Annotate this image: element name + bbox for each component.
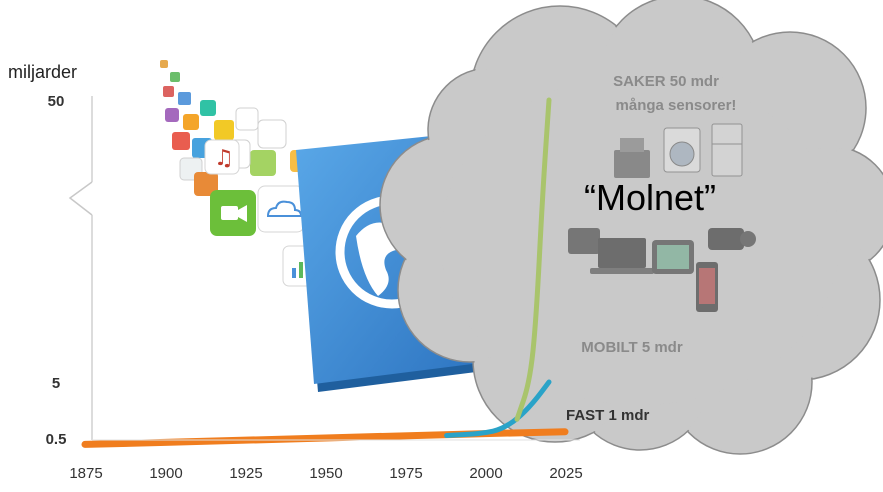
series-line-mobilt	[444, 379, 552, 438]
refrigerator-icon	[711, 123, 743, 177]
video-camera-icon	[210, 190, 256, 236]
x-tick-label: 1875	[69, 465, 102, 482]
y-tick-label: 5	[52, 375, 60, 392]
series-lines	[81, 97, 569, 448]
x-tick-label: 1950	[309, 465, 342, 482]
cloud-icon	[257, 185, 305, 233]
x-tick-label: 2025	[549, 465, 582, 482]
x-tick-label: 2000	[469, 465, 502, 482]
y-axis-title: miljarder	[8, 62, 77, 82]
svg-text:♫: ♫	[214, 146, 234, 171]
gps-device-icon	[652, 240, 694, 274]
camcorder-icon	[708, 228, 756, 250]
washing-machine-icon	[663, 127, 701, 173]
fast-label: FAST 1 mdr	[566, 407, 650, 424]
y-tick-labels: 50 5 0.5	[46, 93, 67, 448]
x-tick-label: 1925	[229, 465, 262, 482]
y-tick-label: 0.5	[46, 431, 67, 448]
axis-break-mark	[68, 181, 93, 216]
y-axis	[68, 96, 93, 440]
music-note-icon: ♫	[204, 139, 240, 175]
x-tick-labels: 1875 1900 1925 1950 1975 2000 2025	[69, 465, 582, 482]
saker-label-line1: SAKER 50 mdr	[613, 73, 719, 90]
series-line-saker	[514, 97, 552, 422]
laptop-icon	[590, 238, 654, 274]
series-line-fast	[81, 428, 569, 448]
x-tick-label: 1900	[149, 465, 182, 482]
saker-label-line2: många sensorer!	[616, 97, 737, 114]
smartphone-icon	[696, 262, 718, 312]
y-tick-label: 50	[48, 93, 65, 110]
tablet-icon	[568, 228, 600, 254]
cash-register-icon	[614, 138, 650, 178]
cloud-title: “Molnet”	[584, 177, 716, 218]
mobilt-label: MOBILT 5 mdr	[581, 339, 683, 356]
x-tick-label: 1975	[389, 465, 422, 482]
